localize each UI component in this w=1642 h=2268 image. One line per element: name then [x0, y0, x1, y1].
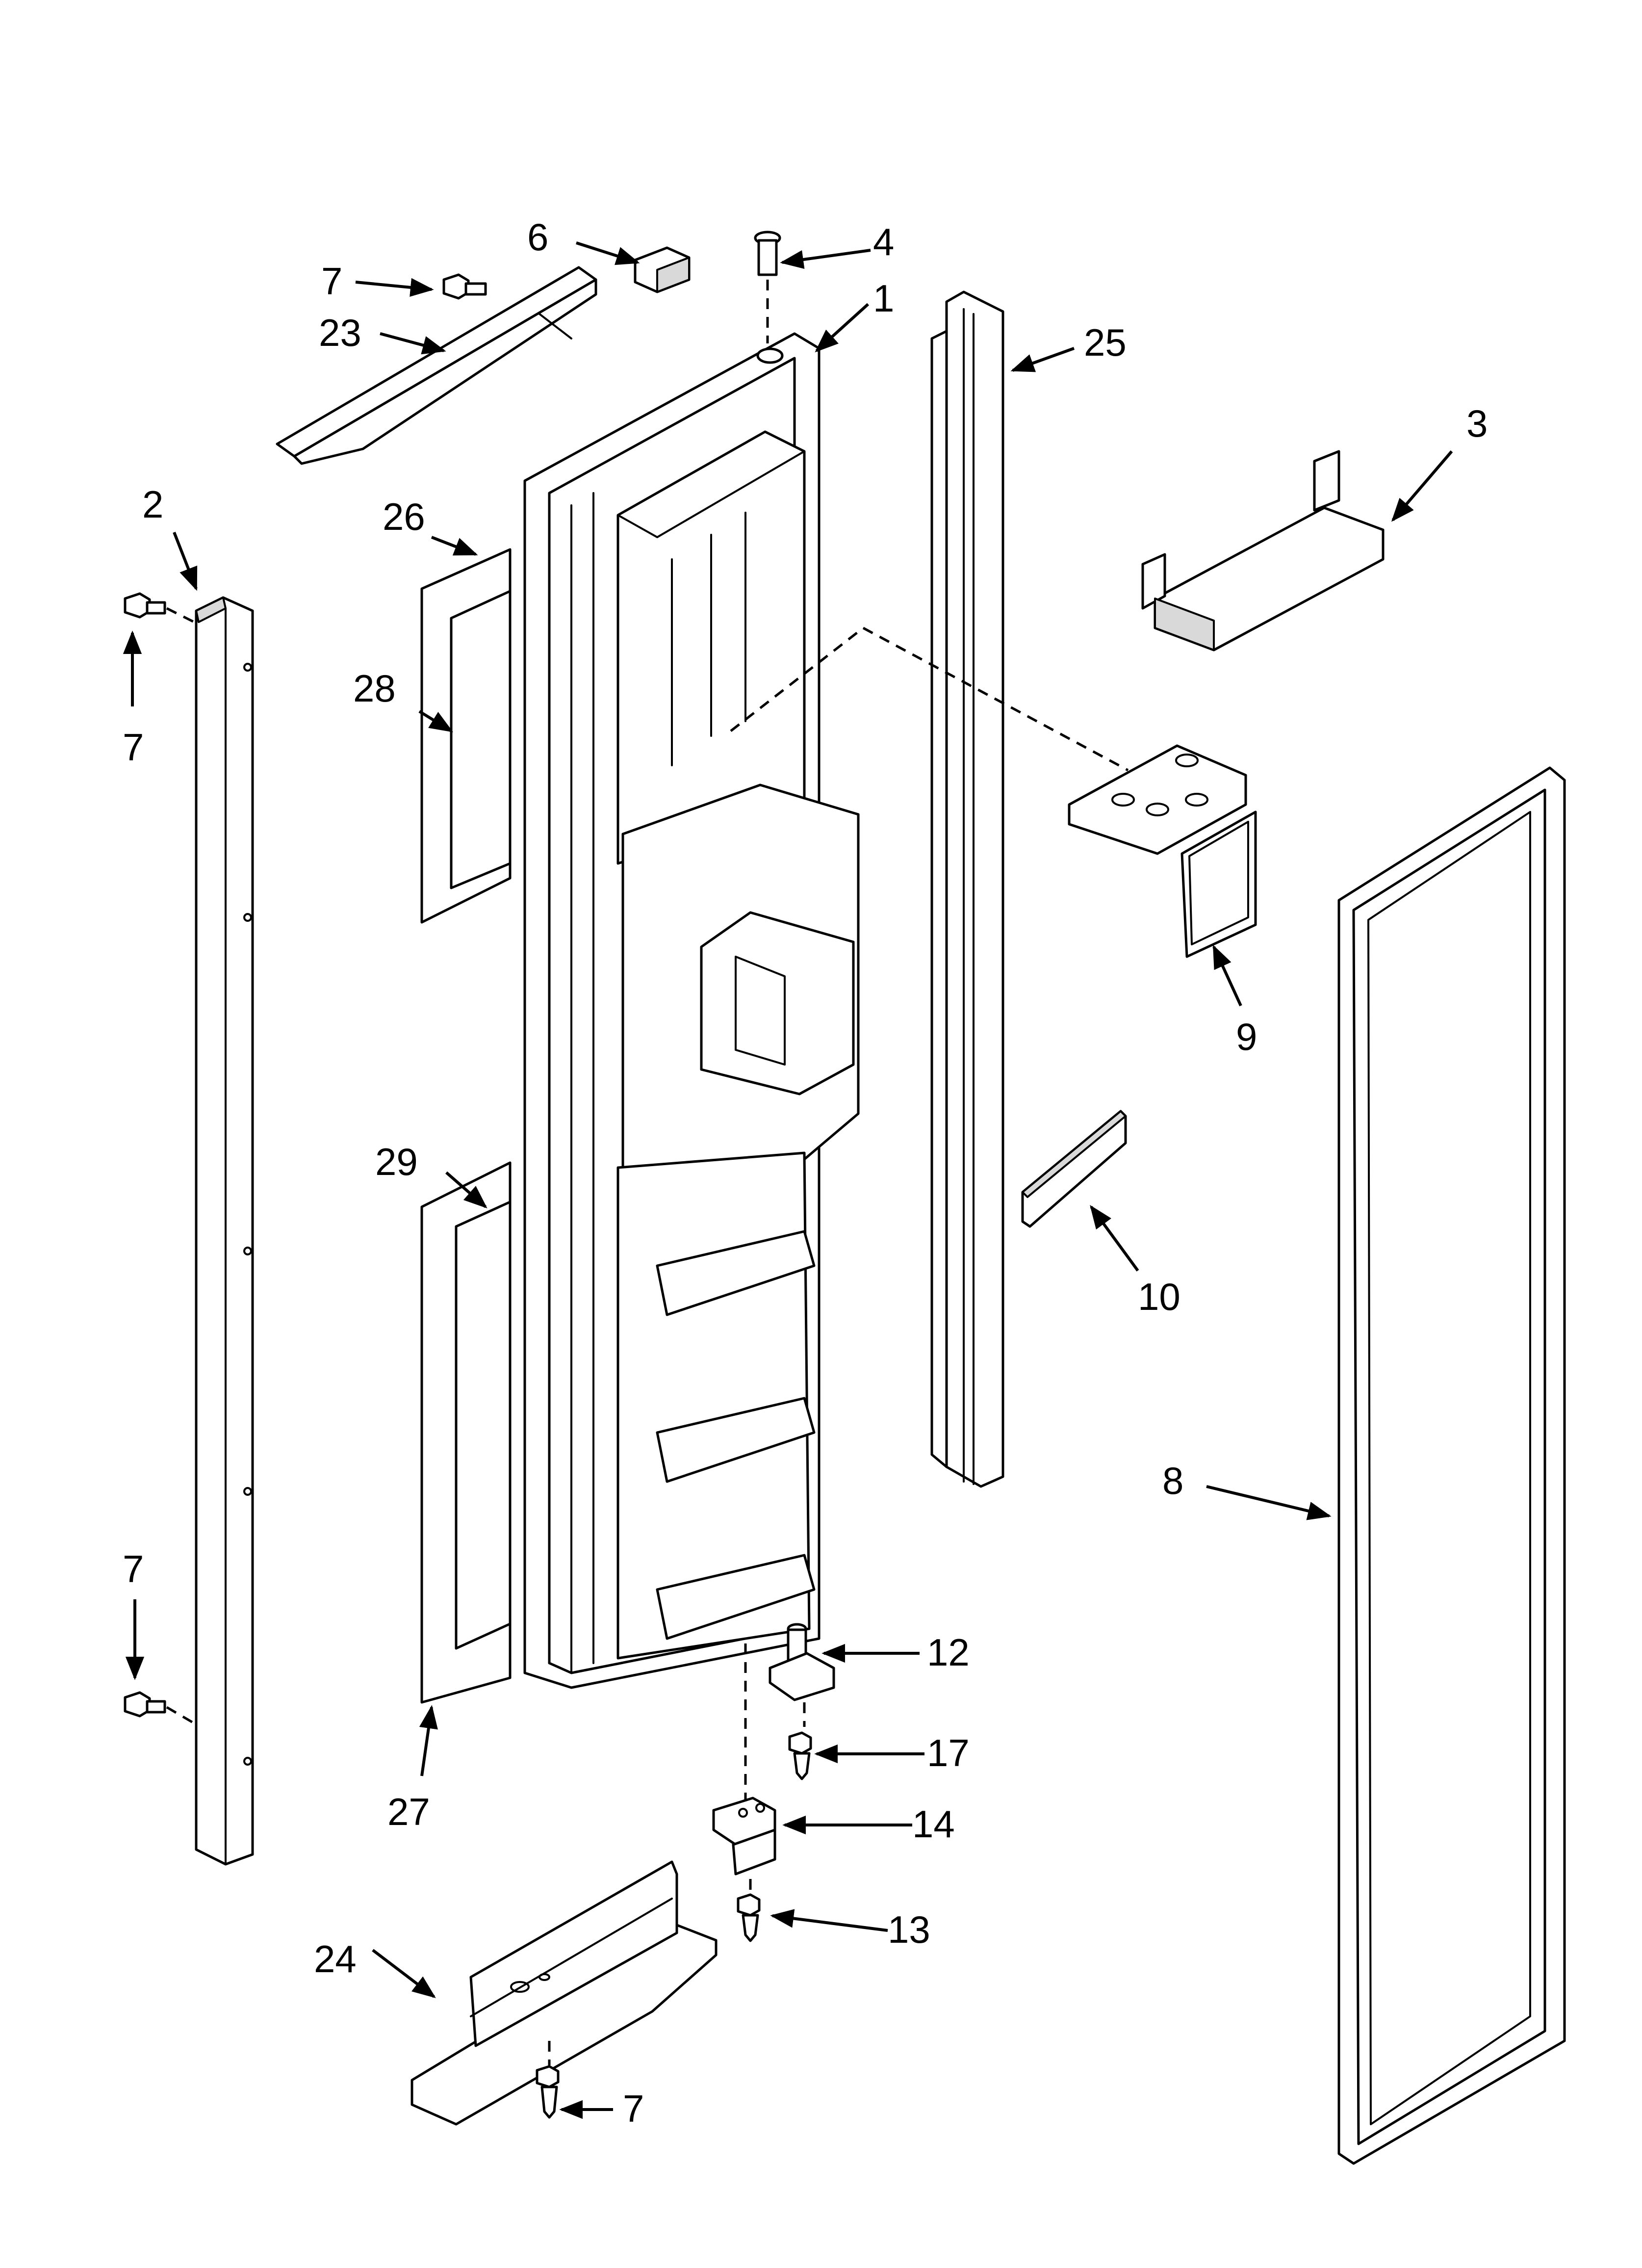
callout-1: 1: [873, 277, 894, 320]
callout-26: 26: [383, 495, 425, 538]
callout-7-bottom: 7: [623, 2087, 644, 2130]
part-8-gasket: [1337, 766, 1566, 2165]
part-3-bracket: [1141, 450, 1385, 652]
part-7-screw-bottom: [536, 2041, 560, 2119]
part-17-screw: [788, 1731, 812, 1780]
callout-27: 27: [387, 1790, 430, 1833]
callout-7-top: 7: [321, 260, 342, 303]
part-7-screw-lower-left: [124, 1691, 197, 1726]
leader-lines: [123, 241, 1453, 2119]
callout-10: 10: [1138, 1275, 1180, 1318]
callout-29: 29: [375, 1140, 418, 1183]
part-12-hinge-pin: [744, 1623, 835, 1805]
part-24-bottom-trim: [410, 1860, 718, 2126]
part-9-hinge-plate: [1068, 744, 1257, 958]
callout-9: 9: [1236, 1015, 1257, 1058]
callout-13: 13: [888, 1908, 930, 1951]
callout-6: 6: [527, 215, 548, 259]
part-25-right-trim: [930, 290, 1004, 1488]
part-27-lower-outer-panel: [420, 1161, 512, 1704]
part-7-screw-top: [442, 273, 487, 300]
part-2-left-trim: [195, 596, 254, 1866]
part-23-top-trim: [276, 266, 597, 465]
callout-8: 8: [1162, 1459, 1183, 1502]
callout-12: 12: [927, 1631, 970, 1674]
part-14-lower-hinge: [712, 1797, 776, 1894]
callout-17: 17: [927, 1731, 970, 1774]
callout-24: 24: [314, 1937, 357, 1981]
callout-4: 4: [873, 220, 894, 263]
part-13-screw: [737, 1893, 761, 1942]
callout-25: 25: [1084, 321, 1127, 364]
part-10-rail: [1021, 1110, 1127, 1228]
callout-14: 14: [912, 1802, 955, 1846]
callout-7-upper-left: 7: [123, 726, 144, 769]
callout-3: 3: [1466, 402, 1488, 445]
callout-7-lower-left: 7: [123, 1547, 144, 1590]
part-7-screw-upper-left: [124, 592, 197, 625]
callout-23: 23: [319, 311, 361, 354]
callout-28: 28: [353, 667, 396, 710]
part-6-clip: [634, 246, 691, 293]
callout-labels: 1 2 3 4 6 7 7 7 7 8 9 10 12 13 14 17 23 …: [123, 215, 1488, 2130]
callout-2: 2: [142, 483, 163, 526]
part-4-plug: [754, 231, 781, 343]
part-1-door-panel: [523, 332, 860, 1689]
part-28-upper-inner-panel: [450, 590, 512, 889]
